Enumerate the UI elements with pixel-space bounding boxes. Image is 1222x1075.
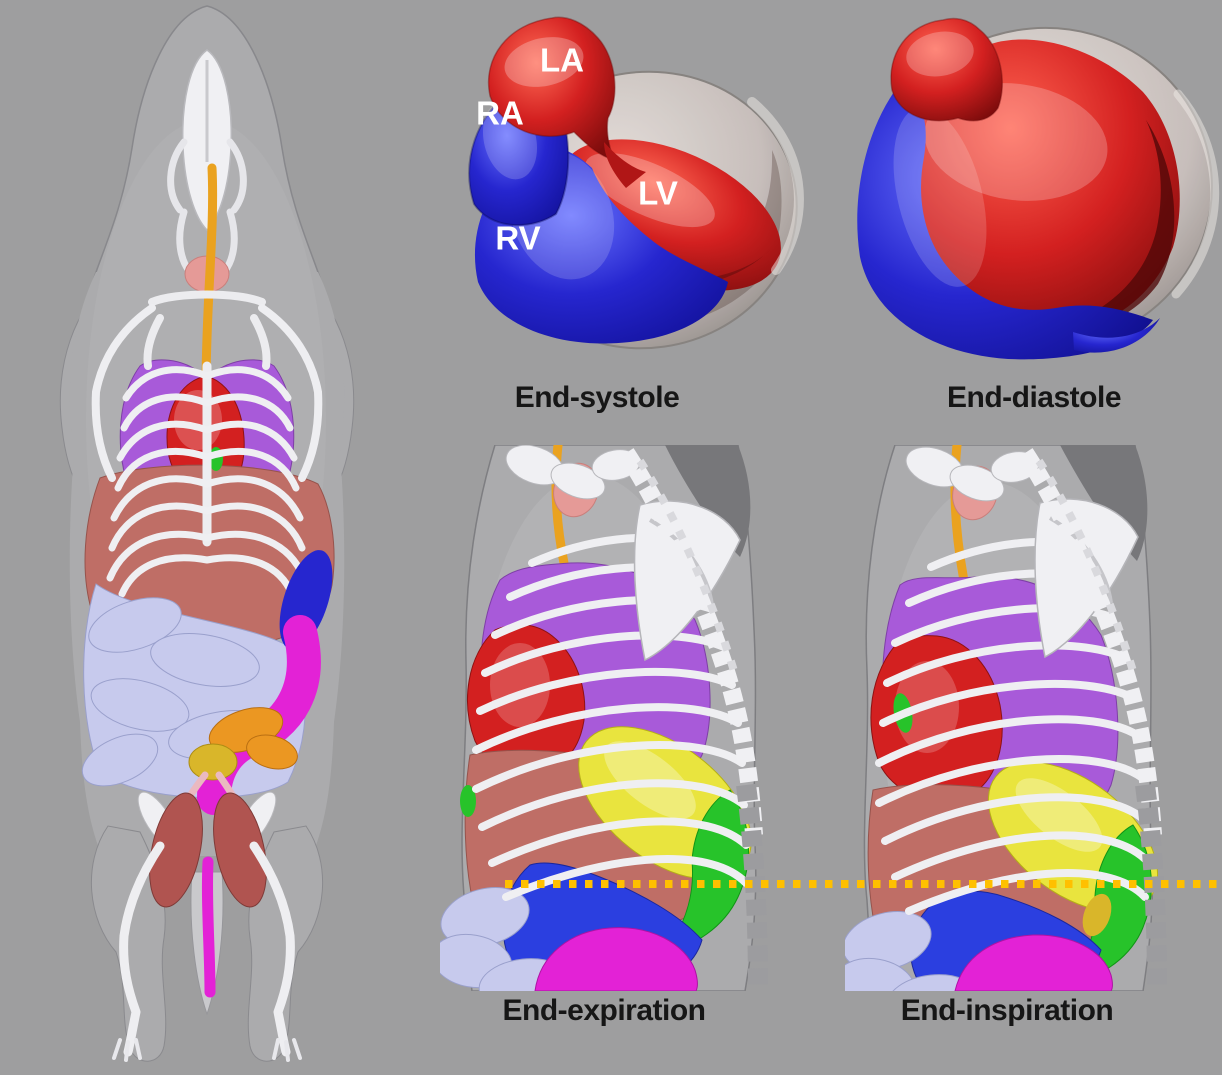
caption-end-diastole: End-diastole [946, 381, 1122, 414]
rv-highlight [893, 107, 987, 287]
bladder-tip-gold [1082, 893, 1112, 937]
esophagus-trachea [201, 163, 218, 393]
left-atrium-systole [487, 16, 646, 188]
left-atrium-diastole [890, 17, 1004, 122]
la-body [890, 17, 1004, 122]
rib-cage-inspiration [875, 537, 1149, 915]
label-ra: RA [476, 95, 524, 132]
label-rv: RV [495, 220, 540, 257]
end-diastole-heart-render [857, 17, 1220, 360]
shell-rim-highlight [747, 97, 804, 275]
mouse-skull [167, 49, 247, 276]
caption-end-inspiration: End-inspiration [900, 994, 1114, 1027]
label-lv: LV [638, 175, 678, 212]
gonad-right [213, 792, 267, 908]
colon-expiration [534, 927, 698, 991]
whole-body-mouse-render [59, 5, 355, 1062]
shoulder-bone [949, 464, 1005, 502]
spinous-processes [636, 458, 738, 673]
arm-bones [91, 304, 323, 482]
rib-cage [106, 366, 308, 598]
colon-inspiration [954, 934, 1113, 991]
spine-expiration [618, 448, 763, 836]
toe-bones [112, 1038, 302, 1062]
intestine-coil [90, 678, 190, 732]
caption-end-systole: End-systole [514, 381, 680, 414]
gonad-left [149, 792, 203, 908]
rib-cage-expiration [472, 533, 750, 901]
lv-dark-crescent [1036, 120, 1175, 334]
mouse-right-leg [247, 825, 324, 1062]
spleen-tip-green [460, 785, 476, 817]
la-highlight [504, 37, 584, 87]
end-systole-heart-render: LA RA LV RV [468, 16, 804, 350]
bladder [188, 743, 238, 781]
la-highlight [906, 31, 974, 77]
rv-body [857, 80, 1153, 360]
intestine-coil [81, 733, 159, 787]
rectum-tube [201, 856, 216, 998]
lumbar-spine-gray [736, 783, 768, 991]
cecum [208, 707, 298, 770]
lumbar-spine-gray [1135, 783, 1167, 991]
label-la: LA [540, 42, 584, 79]
la-body [487, 16, 616, 162]
leg-bones [119, 841, 295, 1057]
spine-inspiration [1017, 448, 1162, 836]
gonads [149, 792, 267, 908]
intestine-coil [88, 597, 182, 653]
end-expiration-torso-render [440, 445, 768, 991]
shoulder-bone [550, 462, 606, 500]
shell-rim-highlight-diastole [1171, 89, 1220, 299]
scapula-blade [1034, 498, 1139, 659]
end-inspiration-torso-render [845, 445, 1167, 991]
spinous-processes [1035, 458, 1137, 673]
intestine-coil [845, 957, 916, 991]
la-lv-junction [604, 142, 646, 188]
intestine-coil [150, 633, 260, 687]
rv-apex-tip [1073, 318, 1160, 353]
caption-end-expiration: End-expiration [502, 994, 706, 1027]
mouse-left-leg [90, 825, 167, 1062]
skull-arches [167, 138, 247, 276]
shoulder-bones-inspiration [905, 446, 1139, 659]
cecum-lobe [246, 734, 298, 770]
right-ventricle-diastole [857, 80, 1160, 360]
clavicle-scapula-bones [143, 290, 271, 370]
